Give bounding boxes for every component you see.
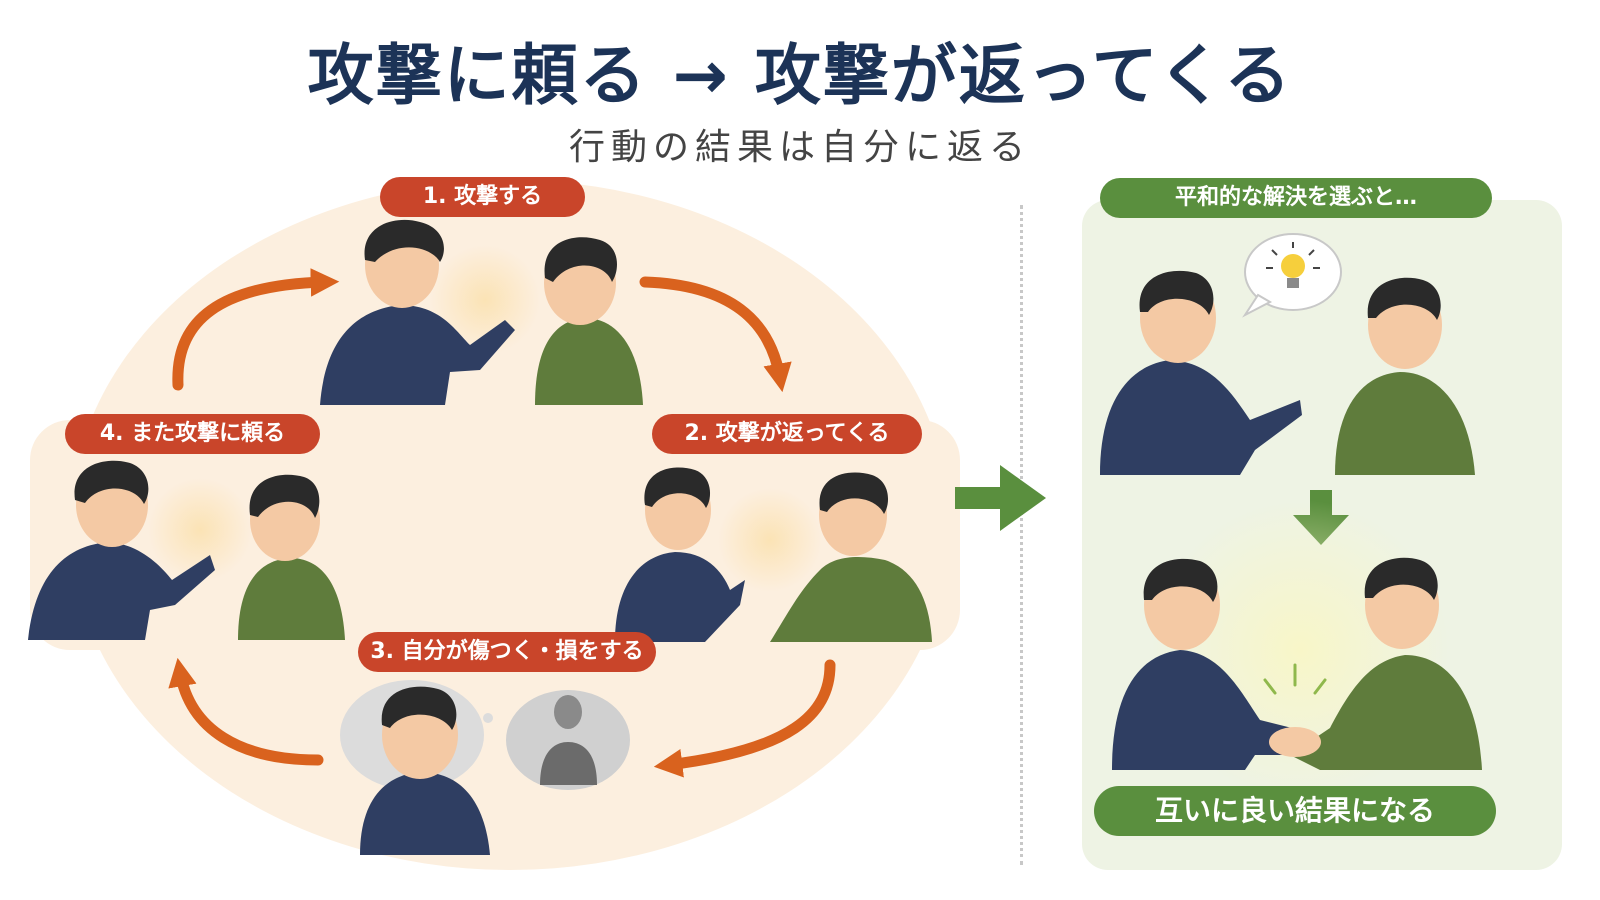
peaceful-result: 互いに良い結果になる xyxy=(1094,786,1496,836)
person-green-shirt xyxy=(238,558,345,640)
idea-bubble-icon xyxy=(1242,233,1342,318)
cycle-arrow-3-to-4 xyxy=(168,657,324,766)
person-navy-shirt xyxy=(1112,650,1300,770)
step-4-label: 4. また攻撃に頼る xyxy=(65,414,320,454)
step-1-label: 1. 攻撃する xyxy=(380,177,585,217)
cycle-arrow-1-to-2 xyxy=(639,276,792,393)
step-3-label: 3. 自分が傷つく・損をする xyxy=(358,632,656,672)
lightbulb-icon xyxy=(1281,254,1305,278)
handshake-icon xyxy=(1269,727,1321,757)
peaceful-heading: 平和的な解決を選ぶと… xyxy=(1100,178,1492,218)
person-navy-shirt xyxy=(28,542,215,640)
scene-self-hurt xyxy=(340,680,630,855)
step-2-label: 2. 攻撃が返ってくる xyxy=(652,414,922,454)
person-green-shirt xyxy=(1290,655,1482,770)
scene-attack-again xyxy=(28,460,345,640)
person-green-shirt xyxy=(1335,372,1475,475)
page-subtitle: 行動の結果は自分に返る xyxy=(568,127,1031,168)
cycle-arrow-4-to-1 xyxy=(172,268,340,391)
scene-attack xyxy=(320,219,643,405)
transition-arrow-icon xyxy=(955,465,1046,531)
section-divider xyxy=(1020,205,1023,865)
person-navy-shirt xyxy=(615,552,745,642)
scene-peaceful-talk xyxy=(1100,233,1475,475)
page-title: 攻撃に頼る → 攻撃が返ってくる xyxy=(307,37,1293,114)
scene-handshake xyxy=(1112,500,1482,800)
person-navy-shirt xyxy=(360,772,490,855)
person-navy-shirt xyxy=(320,305,515,405)
cycle-arrow-2-to-3 xyxy=(653,659,836,778)
person-green-shirt xyxy=(535,318,643,405)
person-green-shirt xyxy=(770,557,932,642)
person-navy-shirt xyxy=(1100,360,1302,475)
thought-bubble-icon xyxy=(462,690,630,790)
scene-attack-returns xyxy=(615,467,932,642)
